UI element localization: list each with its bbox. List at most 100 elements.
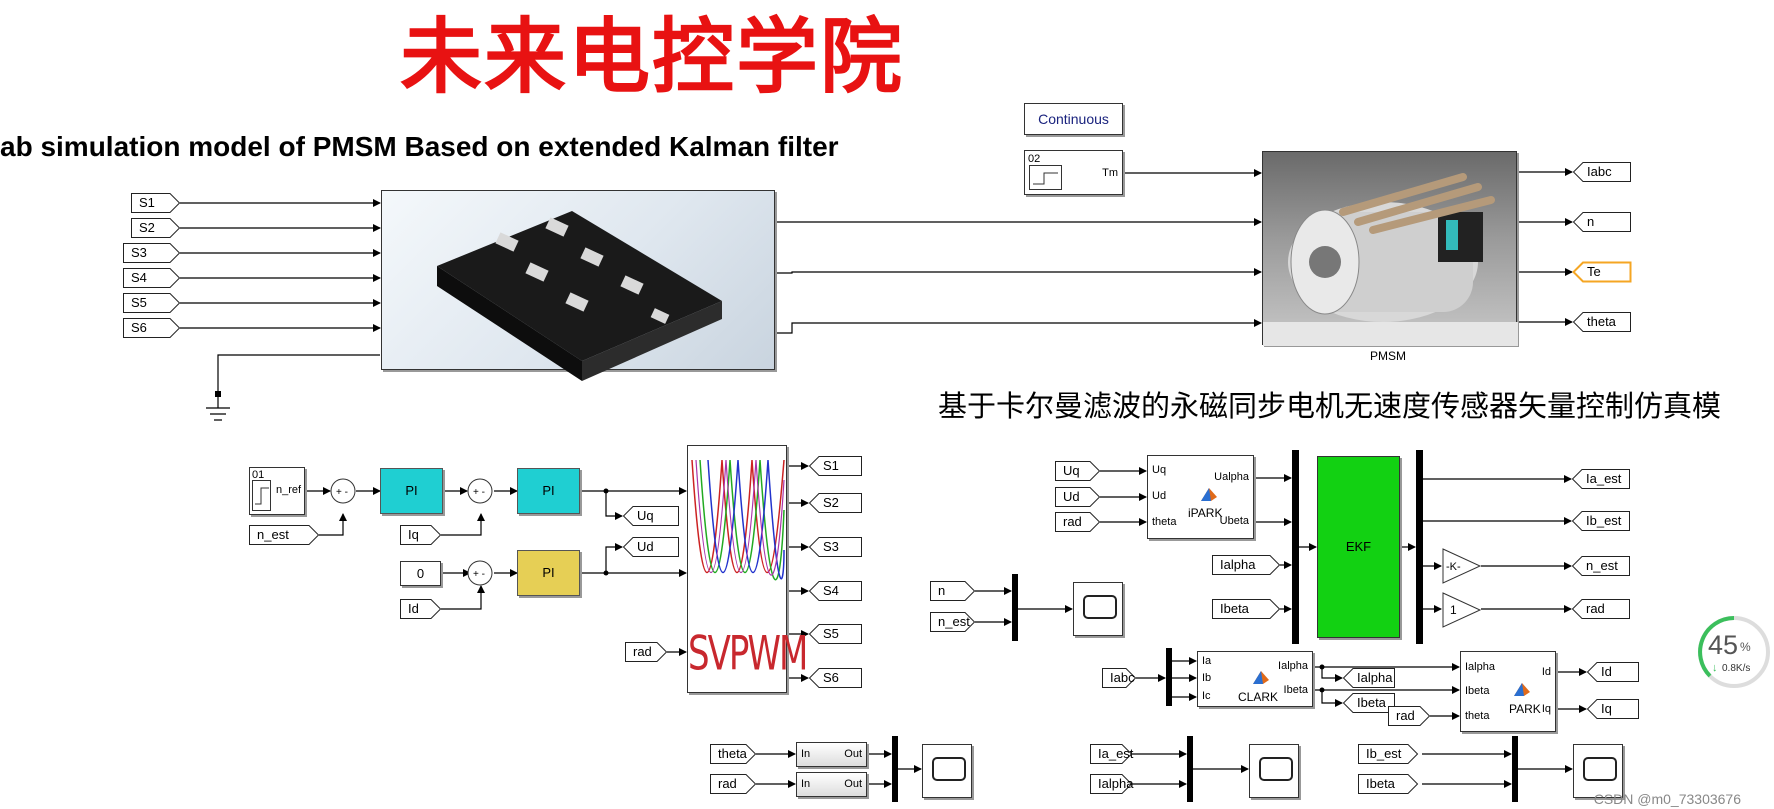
clark-block[interactable]: Ia Ib Ic Ialpha Ibeta CLARK [1197, 651, 1313, 707]
scope-theta[interactable] [922, 744, 972, 798]
sum-block-id[interactable]: + - [467, 560, 494, 587]
tag-ibeta[interactable]: Ibeta [1212, 599, 1281, 619]
progress-rate: 0.8K/s [1722, 663, 1751, 674]
tag-iabc[interactable]: Iabc [1102, 668, 1137, 688]
tag-ud[interactable]: Ud [1055, 487, 1101, 507]
tag-te[interactable]: Te [1572, 261, 1632, 283]
tag-theta[interactable]: theta [710, 744, 757, 764]
tag-id[interactable]: Id [1586, 662, 1639, 682]
tag-n-est[interactable]: n_est [249, 525, 320, 545]
tag-label: rad [1063, 514, 1082, 529]
download-arrow-icon: ↓ [1712, 662, 1718, 674]
tag-label: n [1587, 214, 1595, 229]
constant-zero-block[interactable]: 0 [400, 561, 441, 586]
inverter-igbt-block[interactable] [381, 190, 775, 381]
tag-n[interactable]: n [1572, 212, 1631, 232]
tag-label: Ib_est [1586, 513, 1622, 528]
tag-label: theta [1587, 314, 1616, 329]
svpwm-block[interactable]: SVPWM [687, 445, 808, 693]
tag-s2[interactable]: S2 [131, 218, 181, 238]
tag-theta[interactable]: theta [1572, 312, 1631, 332]
tag-rad[interactable]: rad [1055, 512, 1101, 532]
tag-uq[interactable]: Uq [622, 506, 679, 526]
tag-rad[interactable]: rad [625, 642, 668, 662]
tag-rad[interactable]: rad [710, 774, 757, 794]
tag-label: S6 [131, 320, 147, 335]
tag-s5[interactable]: S5 [123, 293, 181, 313]
step-tm-block[interactable]: 02 Tm [1024, 150, 1123, 195]
pi-id-block[interactable]: PI [517, 550, 580, 596]
mux-iabc[interactable] [1166, 648, 1172, 706]
tag-s5[interactable]: S5 [808, 624, 862, 644]
park-in-theta: theta [1465, 710, 1490, 722]
tag-label: Iabc [1587, 164, 1612, 179]
scope-speed[interactable] [1073, 582, 1123, 636]
tag-iq[interactable]: Iq [1586, 699, 1639, 719]
tag-ibeta[interactable]: Ibeta [1342, 693, 1395, 713]
gain-one-label: 1 [1450, 603, 1457, 617]
tag-label: Uq [1063, 463, 1080, 478]
park-block[interactable]: Ialpha Ibeta theta Id Iq PARK [1460, 651, 1556, 732]
tag-iq[interactable]: Iq [400, 525, 442, 545]
tag-iabc[interactable]: Iabc [1572, 162, 1631, 182]
bus-bar-ekf-out[interactable] [1416, 450, 1423, 644]
ekf-block[interactable]: EKF [1317, 456, 1400, 638]
mux-theta[interactable] [892, 736, 898, 802]
pmsm-motor-block[interactable] [1262, 151, 1518, 346]
tag-label: Iq [408, 527, 419, 542]
step-nref-block[interactable]: 01 n_ref [249, 467, 305, 515]
tag-s6[interactable]: S6 [808, 668, 862, 688]
svpwm-waveform-icon [691, 459, 785, 581]
scope-icon [1259, 757, 1293, 781]
tag-s6[interactable]: S6 [123, 318, 181, 338]
ekf-label: EKF [1345, 539, 1372, 554]
mux-ialpha[interactable] [1187, 736, 1193, 802]
tag-label: Te [1587, 264, 1601, 279]
tag-s3[interactable]: S3 [123, 243, 181, 263]
tag-ialpha[interactable]: Ialpha [1212, 555, 1281, 575]
park-in-ibeta: Ibeta [1465, 685, 1490, 697]
conv-block-2[interactable]: In Out [796, 772, 867, 797]
tag-ib-est[interactable]: Ib_est [1358, 744, 1419, 764]
sum-block-iq[interactable]: + - [467, 478, 494, 505]
scope-ialpha[interactable] [1249, 744, 1299, 798]
tag-label: S4 [823, 583, 839, 598]
tag-s2[interactable]: S2 [808, 493, 862, 513]
sum-block-speed[interactable]: + - [330, 478, 357, 505]
gain-k-block[interactable]: -K- [1442, 548, 1482, 584]
tag-label: S6 [823, 670, 839, 685]
tag-ialpha[interactable]: Ialpha [1342, 668, 1395, 688]
tag-n-est[interactable]: n_est [1571, 556, 1630, 576]
tag-ud[interactable]: Ud [622, 537, 679, 557]
ipark-block[interactable]: Uq Ud theta Ualpha Ubeta iPARK [1147, 455, 1254, 539]
clark-out-ibeta: Ibeta [1283, 684, 1308, 696]
scope-ibeta[interactable] [1573, 744, 1623, 798]
clark-in-ic: Ic [1202, 690, 1211, 702]
tag-rad[interactable]: rad [1388, 706, 1431, 726]
tag-n[interactable]: n [930, 581, 976, 601]
tag-ia-est[interactable]: Ia_est [1571, 469, 1630, 489]
progress-badge[interactable]: 45 % ↓ 0.8K/s [1694, 612, 1770, 692]
tag-n-est[interactable]: n_est [930, 612, 976, 632]
tag-id[interactable]: Id [400, 599, 442, 619]
pi-speed-block[interactable]: PI [380, 468, 443, 514]
pi-iq-block[interactable]: PI [517, 468, 580, 514]
mux-ibeta[interactable] [1512, 736, 1518, 802]
tag-s4[interactable]: S4 [123, 268, 181, 288]
bus-bar-ekf-in[interactable] [1292, 450, 1299, 644]
continuous-block[interactable]: Continuous [1024, 103, 1123, 135]
tag-uq[interactable]: Uq [1055, 461, 1101, 481]
tag-ialpha[interactable]: Ialpha [1090, 774, 1133, 794]
tag-label: rad [1586, 601, 1605, 616]
tag-rad[interactable]: rad [1571, 599, 1630, 619]
conv-block-1[interactable]: In Out [796, 742, 867, 767]
tag-s1[interactable]: S1 [131, 193, 181, 213]
tag-s4[interactable]: S4 [808, 581, 862, 601]
tag-ibeta[interactable]: Ibeta [1358, 774, 1419, 794]
tag-s1[interactable]: S1 [808, 456, 862, 476]
tag-ib-est[interactable]: Ib_est [1571, 511, 1630, 531]
tag-ia-est[interactable]: Ia_est [1090, 744, 1133, 764]
mux-n[interactable] [1012, 574, 1018, 641]
gain-one-block[interactable]: 1 [1442, 592, 1482, 628]
tag-s3[interactable]: S3 [808, 537, 862, 557]
